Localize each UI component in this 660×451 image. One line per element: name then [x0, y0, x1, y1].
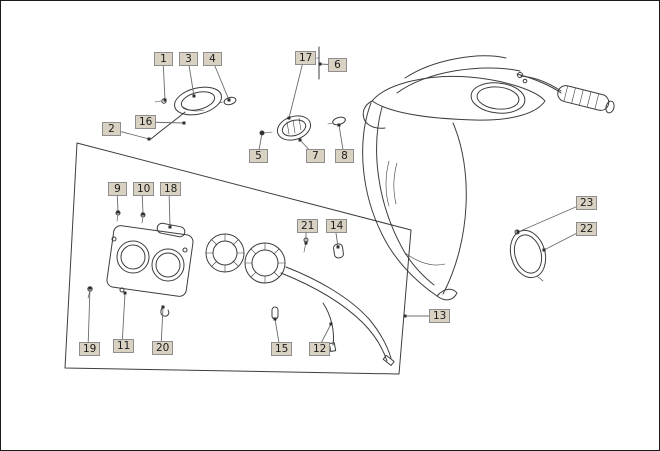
- part-label-22[interactable]: 22: [576, 222, 598, 236]
- part-label-16[interactable]: 16: [135, 115, 157, 129]
- part-label-19[interactable]: 19: [79, 342, 101, 356]
- part-label-3[interactable]: 3: [179, 52, 198, 66]
- part-label-17[interactable]: 17: [295, 51, 317, 65]
- part-label-8[interactable]: 8: [335, 149, 354, 163]
- scooter-front: [362, 55, 615, 301]
- part-label-15[interactable]: 15: [271, 342, 293, 356]
- part-label-6[interactable]: 6: [328, 58, 347, 72]
- part-label-11[interactable]: 11: [113, 339, 135, 353]
- part-label-7[interactable]: 7: [306, 149, 325, 163]
- part-label-23[interactable]: 23: [576, 196, 598, 210]
- part-label-9[interactable]: 9: [108, 182, 127, 196]
- part-label-2[interactable]: 2: [102, 122, 121, 136]
- part-label-10[interactable]: 10: [133, 182, 155, 196]
- panel-outline: [64, 142, 412, 375]
- part-label-5[interactable]: 5: [249, 149, 268, 163]
- wiring-harness: [280, 266, 395, 366]
- part-label-4[interactable]: 4: [203, 52, 222, 66]
- part-label-1[interactable]: 1: [154, 52, 173, 66]
- part-label-12[interactable]: 12: [309, 342, 331, 356]
- handlebar-grip: [557, 85, 610, 111]
- part-label-20[interactable]: 20: [152, 341, 174, 355]
- bulb-holders: [205, 233, 286, 284]
- part-label-13[interactable]: 13: [429, 309, 451, 323]
- rear-lamp-assembly: [106, 222, 194, 297]
- part-label-21[interactable]: 21: [297, 219, 319, 233]
- part-label-18[interactable]: 18: [160, 182, 182, 196]
- part-label-14[interactable]: 14: [326, 219, 348, 233]
